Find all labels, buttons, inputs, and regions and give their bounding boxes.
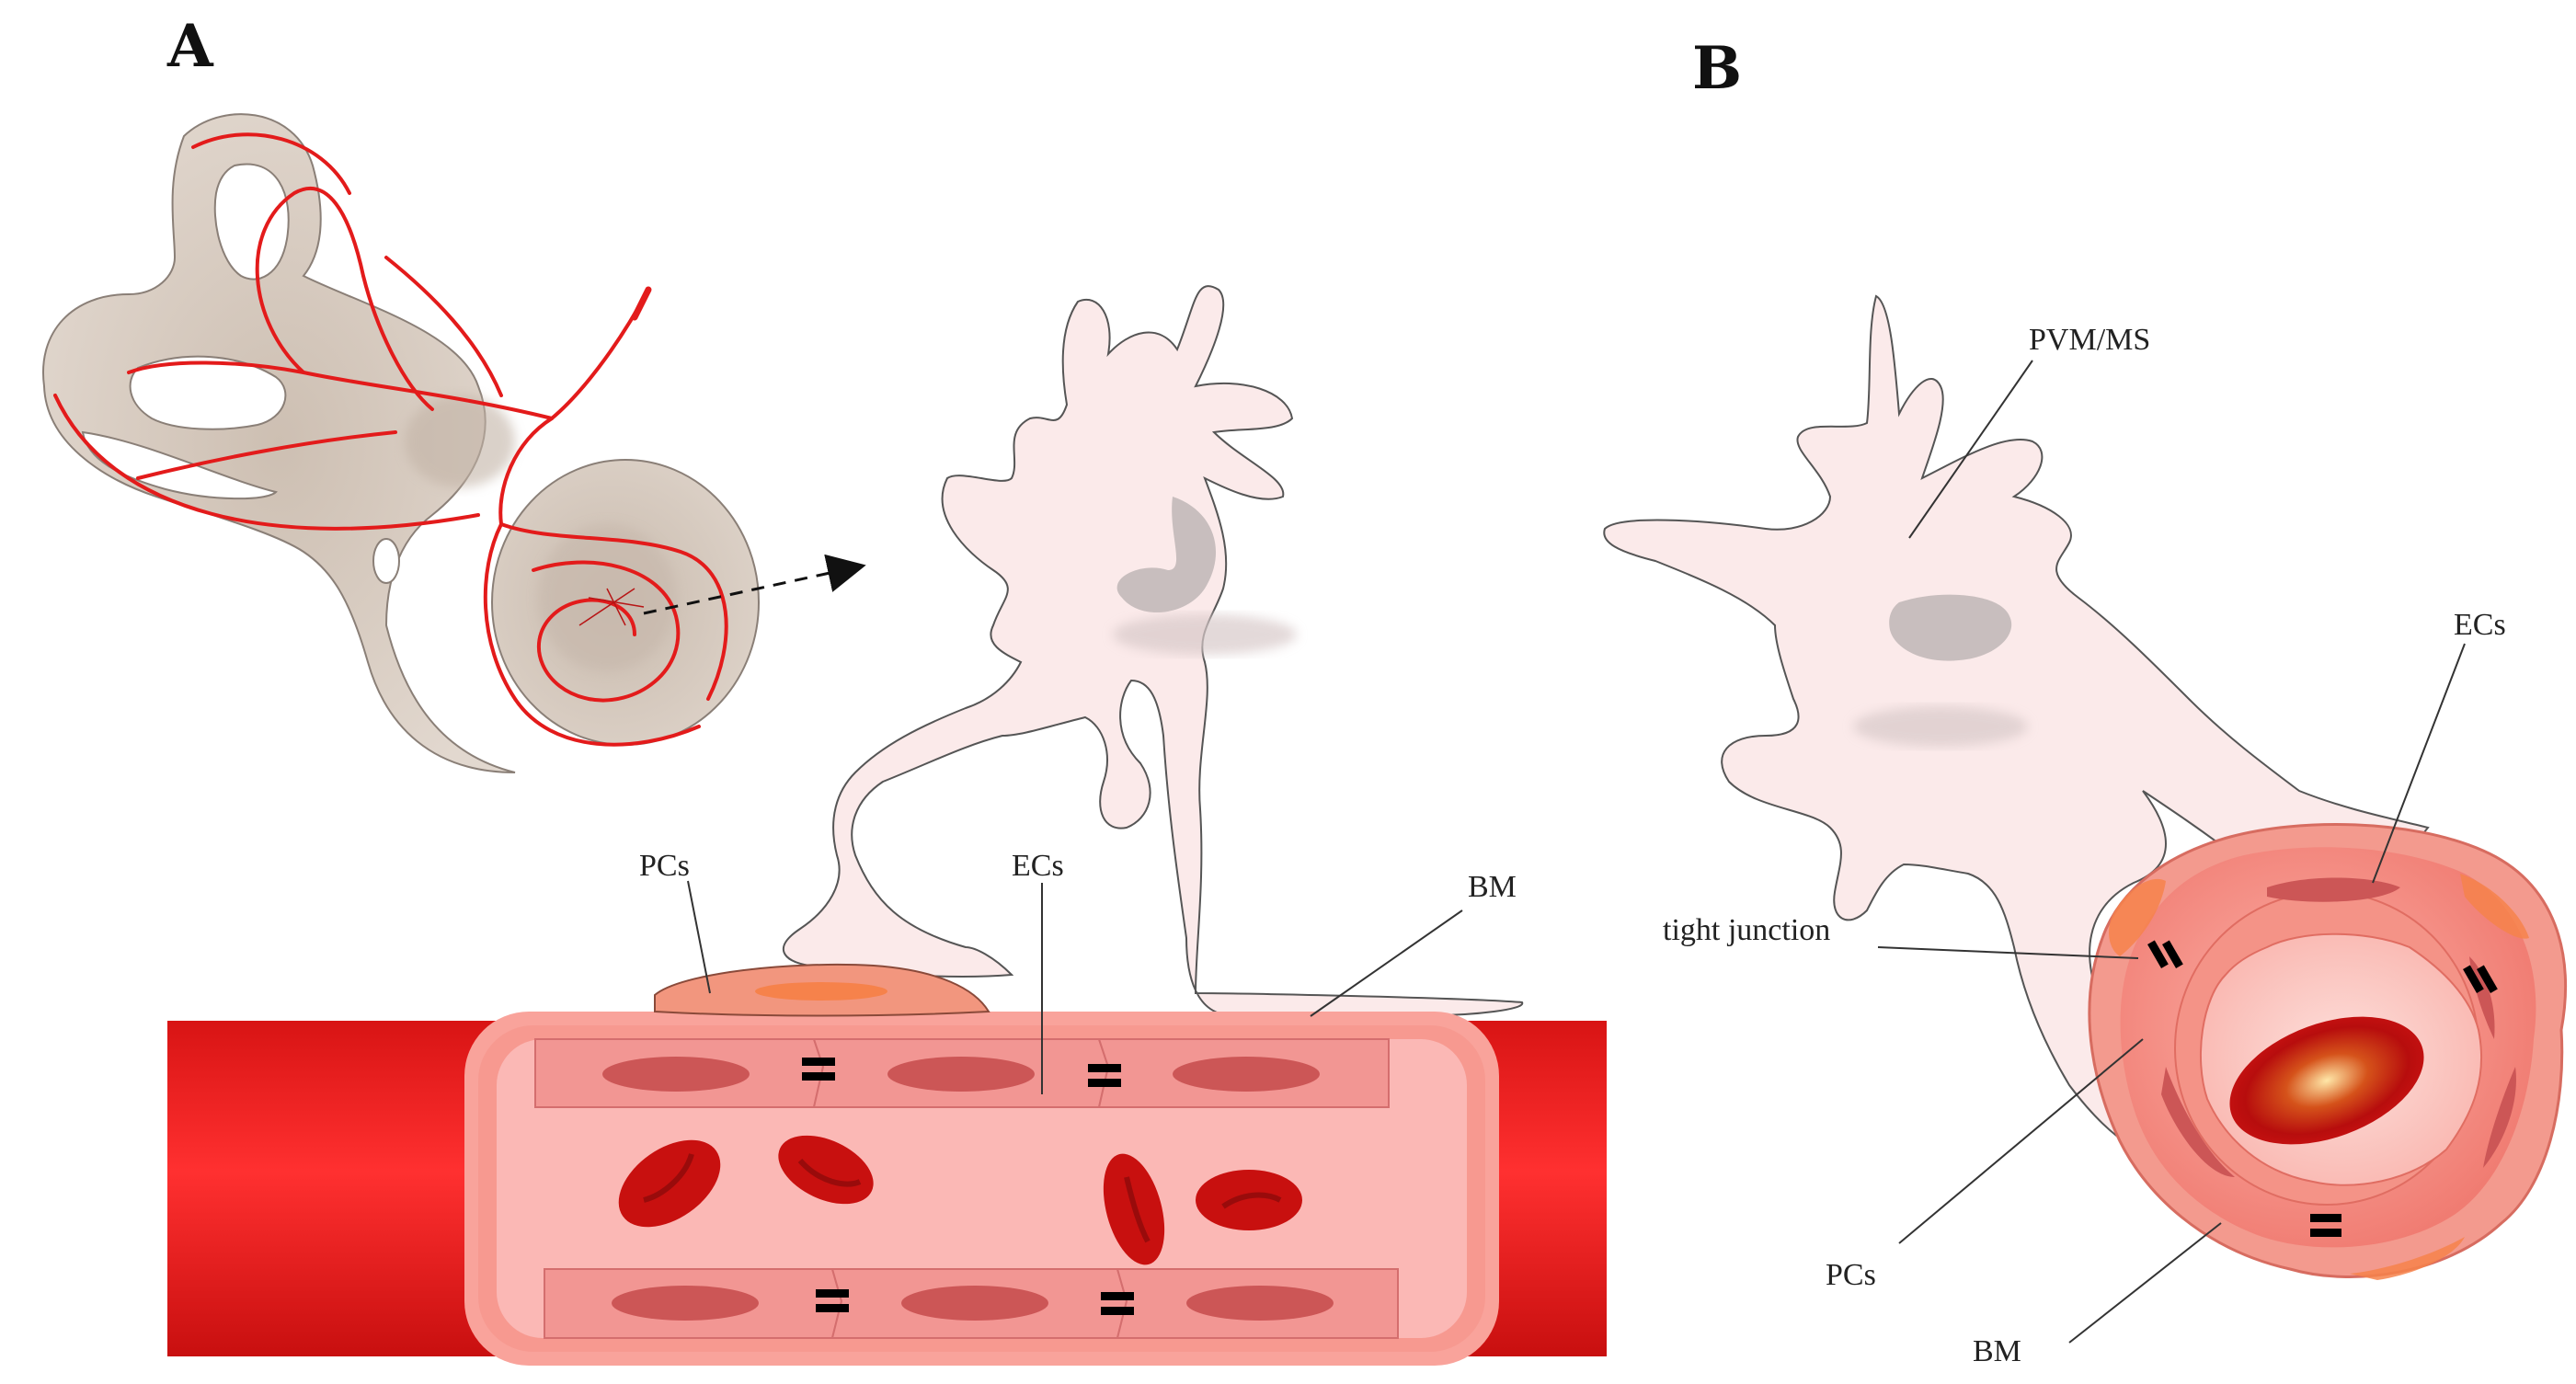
panel-a-letter: A <box>166 12 214 81</box>
blood-vessel-cross-section <box>2088 823 2568 1280</box>
tight-junction-marker <box>802 1058 1134 1315</box>
label-b-tight-junction: tight junction <box>1663 913 1830 947</box>
blood-vessel <box>167 963 1607 1366</box>
leader-b-bm <box>2068 1222 2222 1344</box>
leader-a-bm <box>1310 909 1463 1017</box>
leader-b-tight-junction <box>1877 946 2139 959</box>
endothelial-row-bottom <box>544 1268 1399 1339</box>
label-a-ecs: ECs <box>1012 849 1064 883</box>
label-a-bm: BM <box>1468 870 1517 904</box>
pericyte-cell <box>654 963 990 1017</box>
red-blood-cell <box>618 1135 1302 1265</box>
tight-junction-marker-b <box>2147 940 2498 1237</box>
label-b-bm: BM <box>1973 1334 2021 1368</box>
label-b-pvm-ms: PVM/MS <box>2029 323 2150 357</box>
label-b-pcs: PCs <box>1826 1258 1876 1292</box>
leader-a-pcs <box>687 880 711 994</box>
label-a-pcs: PCs <box>639 849 690 883</box>
inner-ear-illustration <box>42 113 866 773</box>
panel-b-letter: B <box>1692 34 1742 103</box>
macrophage-cell <box>782 285 1524 1017</box>
macrophage-cell-b <box>1603 294 2430 1161</box>
leader-b-pcs <box>1898 1038 2144 1244</box>
leader-b-pvm-ms <box>1908 360 2033 539</box>
label-b-ecs: ECs <box>2454 608 2506 642</box>
leader-b-ecs <box>2372 643 2466 884</box>
endothelial-row-top <box>534 1038 1390 1108</box>
